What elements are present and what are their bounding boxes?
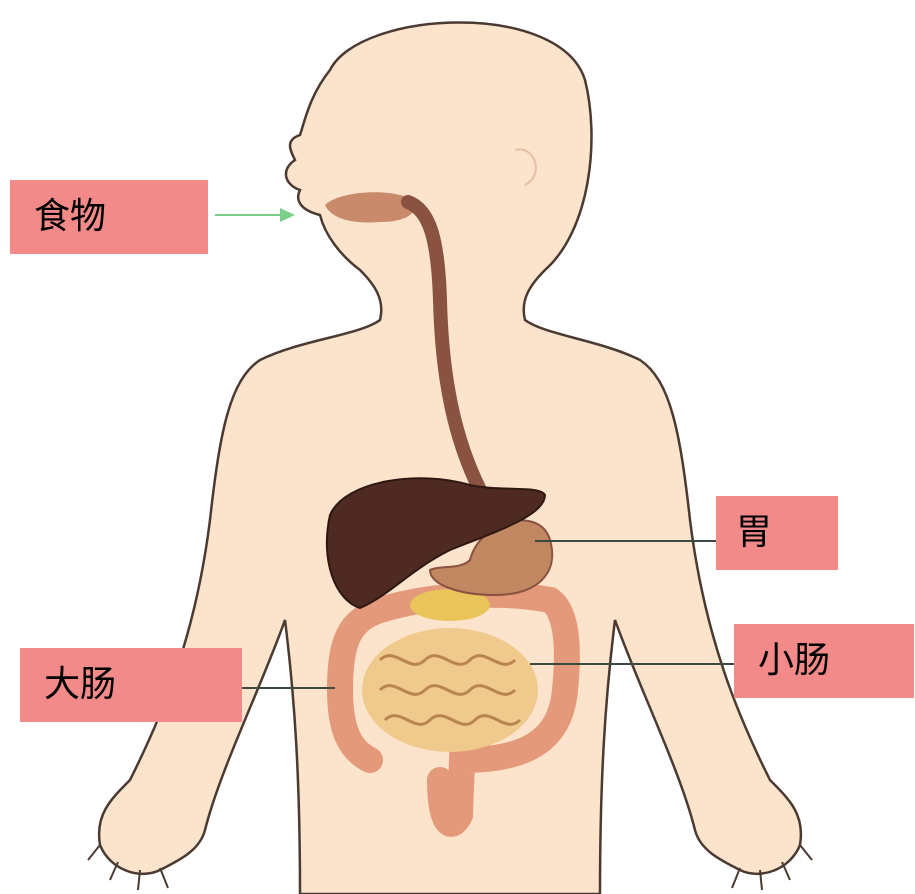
arrow-right-icon <box>215 208 295 222</box>
label-stomach-text: 胃 <box>736 515 772 551</box>
label-stomach: 胃 <box>716 496 838 570</box>
small-intestine <box>362 628 538 752</box>
label-food: 食物 <box>10 180 208 254</box>
label-food-text: 食物 <box>34 199 106 235</box>
label-small-intestine-text: 小肠 <box>758 643 830 679</box>
label-small-intestine: 小肠 <box>734 624 914 698</box>
label-large-intestine: 大肠 <box>20 648 242 722</box>
label-large-intestine-text: 大肠 <box>44 667 116 703</box>
